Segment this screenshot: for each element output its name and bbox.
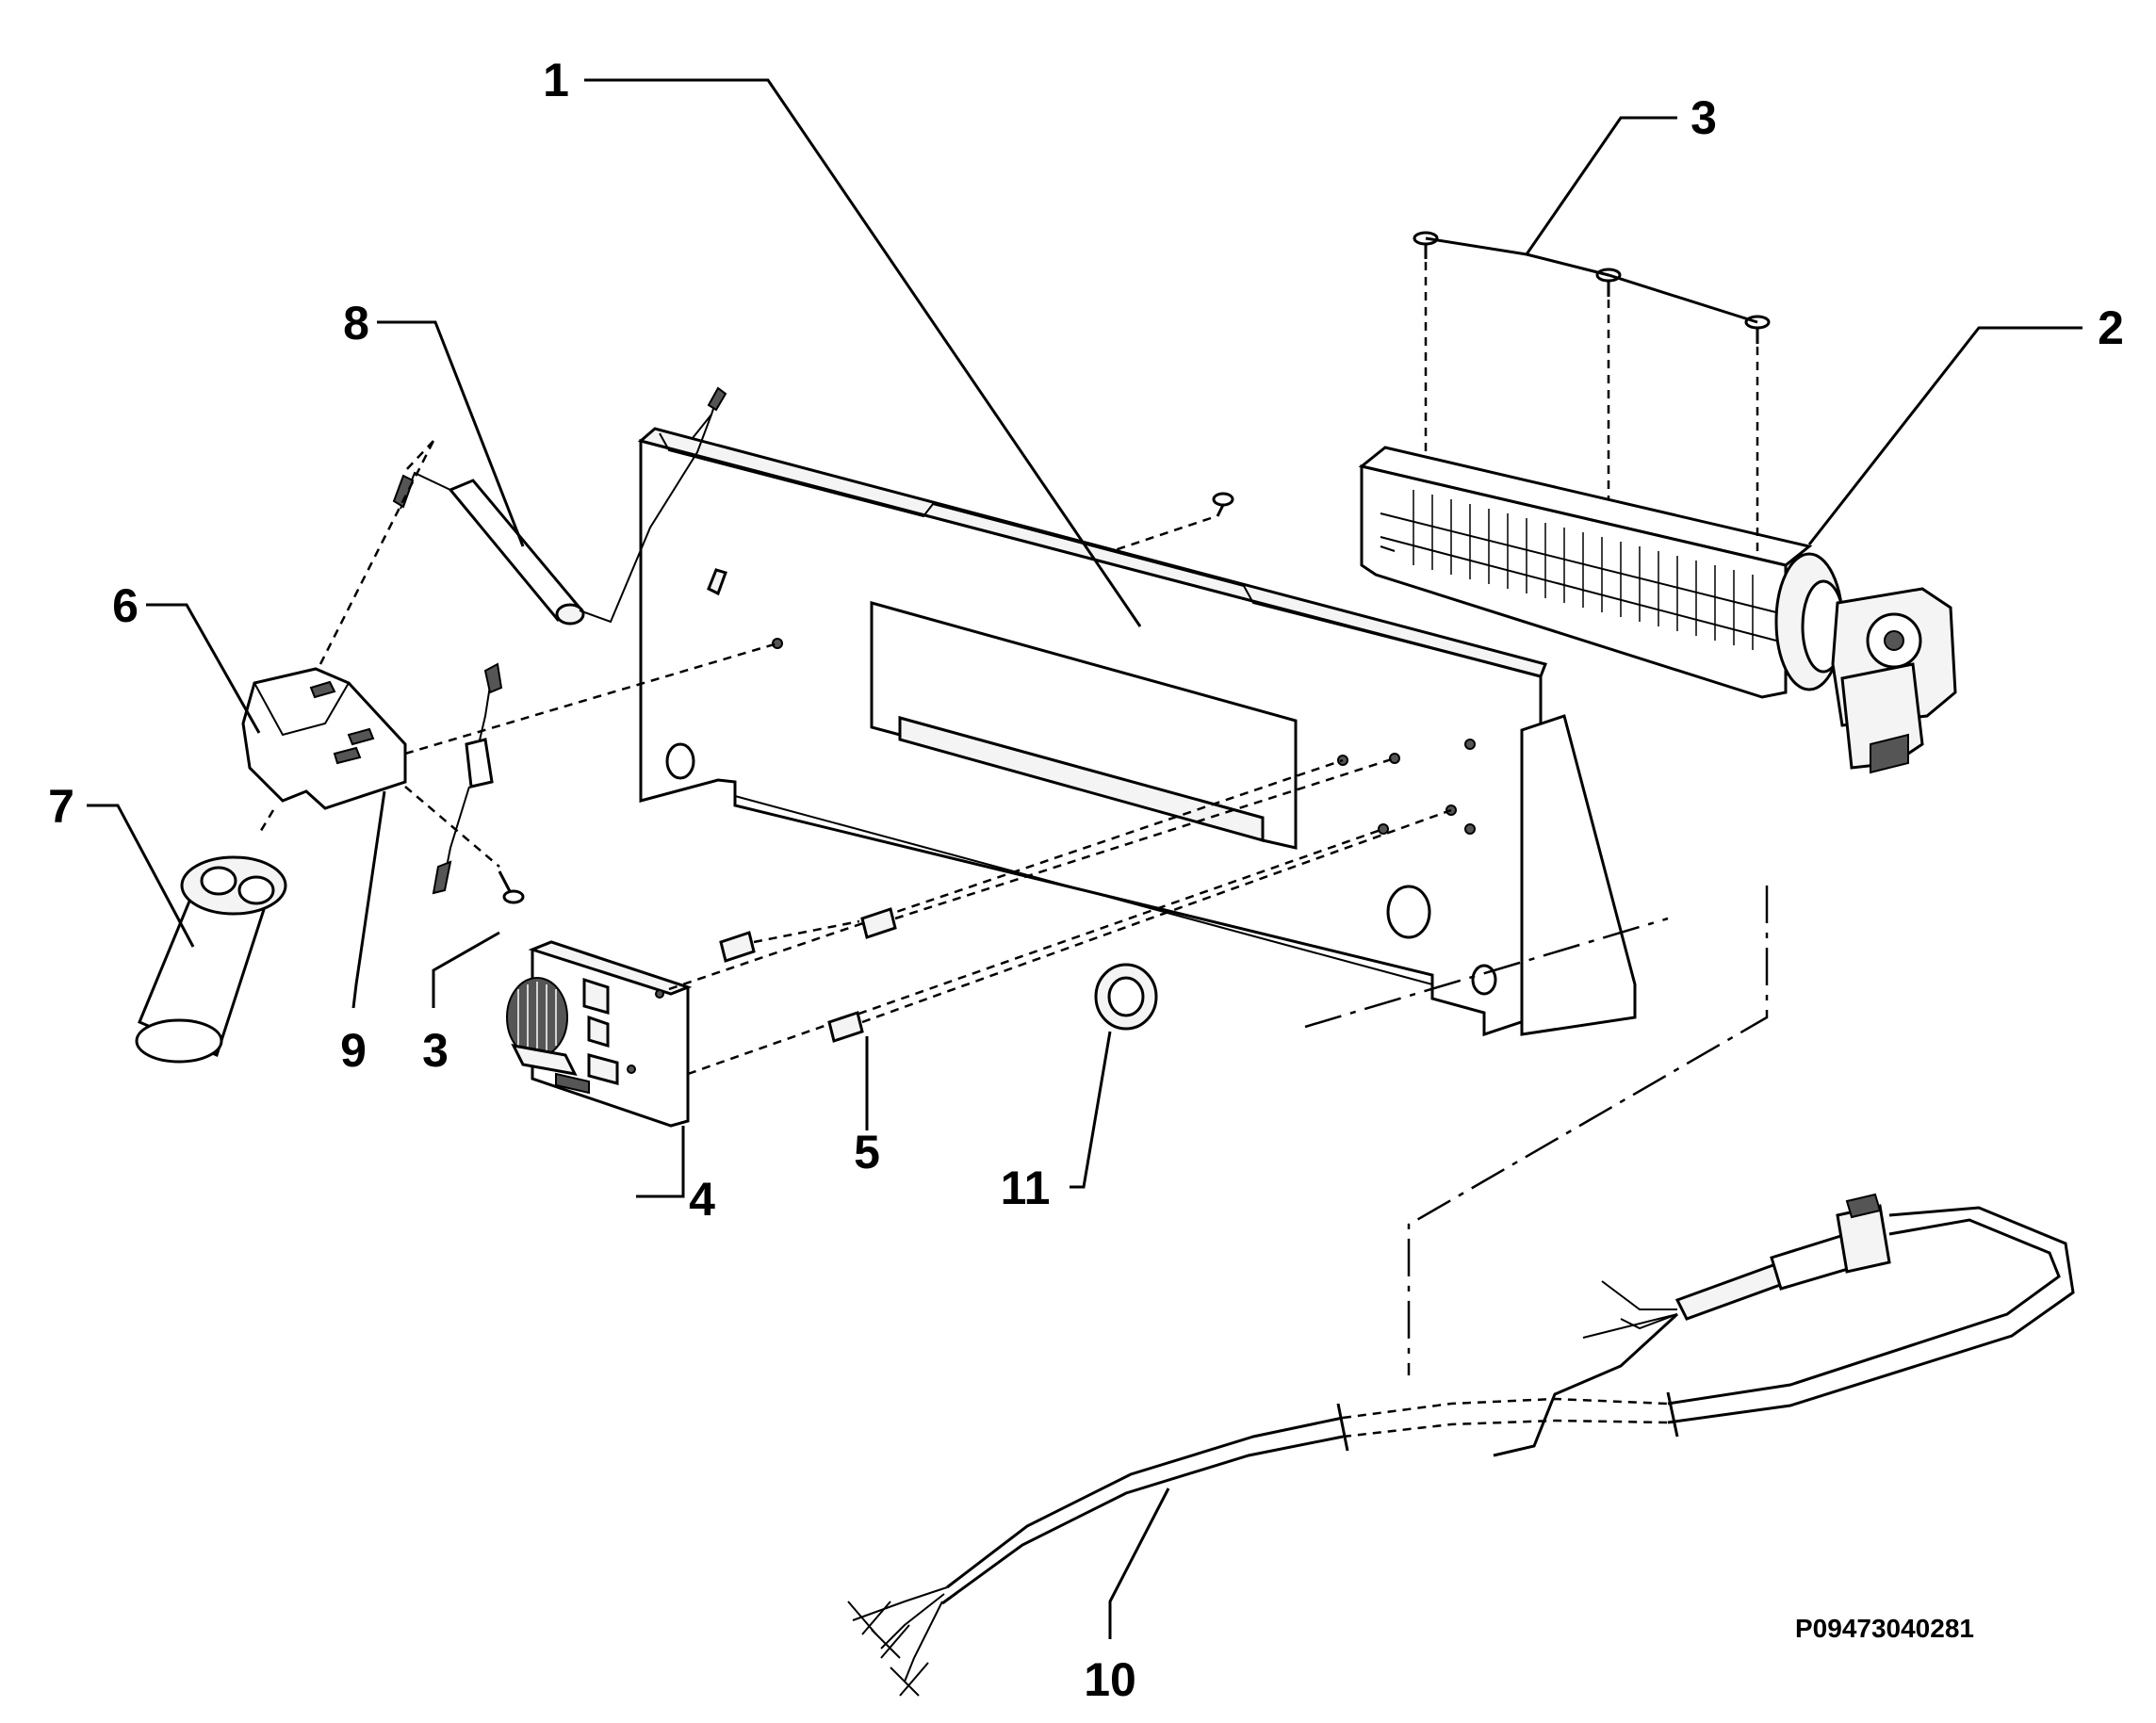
callout-5: 5 — [854, 1126, 880, 1178]
leader-lines — [87, 78, 2082, 1639]
callout-6: 6 — [112, 579, 139, 632]
power-cord — [847, 886, 2075, 1697]
screw-bracket — [404, 786, 525, 904]
screw-panel — [1111, 492, 1234, 553]
capacitor — [135, 855, 287, 1064]
main-panel — [637, 386, 1637, 1037]
diode — [392, 414, 712, 626]
drawing-code: P09473040281 — [1795, 1614, 1974, 1643]
callout-8: 8 — [343, 297, 369, 349]
callout-3-top: 3 — [1690, 91, 1717, 144]
callout-3-left: 3 — [422, 1024, 449, 1077]
fuse — [404, 642, 778, 895]
callout-10: 10 — [1084, 1653, 1136, 1706]
callout-7: 7 — [48, 780, 74, 833]
callout-4: 4 — [689, 1173, 715, 1226]
callout-9: 9 — [340, 1024, 367, 1077]
cross-flow-fan — [1358, 446, 1957, 774]
callout-1: 1 — [543, 54, 569, 106]
control-board — [506, 758, 1384, 1128]
callout-11: 11 — [1001, 1162, 1051, 1214]
capacitor-bracket — [241, 440, 435, 835]
grommet — [1094, 963, 1158, 1031]
callout-labels: 1 2 3 3 4 5 6 7 8 9 10 11 — [48, 54, 2124, 1706]
callout-2: 2 — [2098, 301, 2124, 354]
connectors — [719, 756, 1452, 1043]
